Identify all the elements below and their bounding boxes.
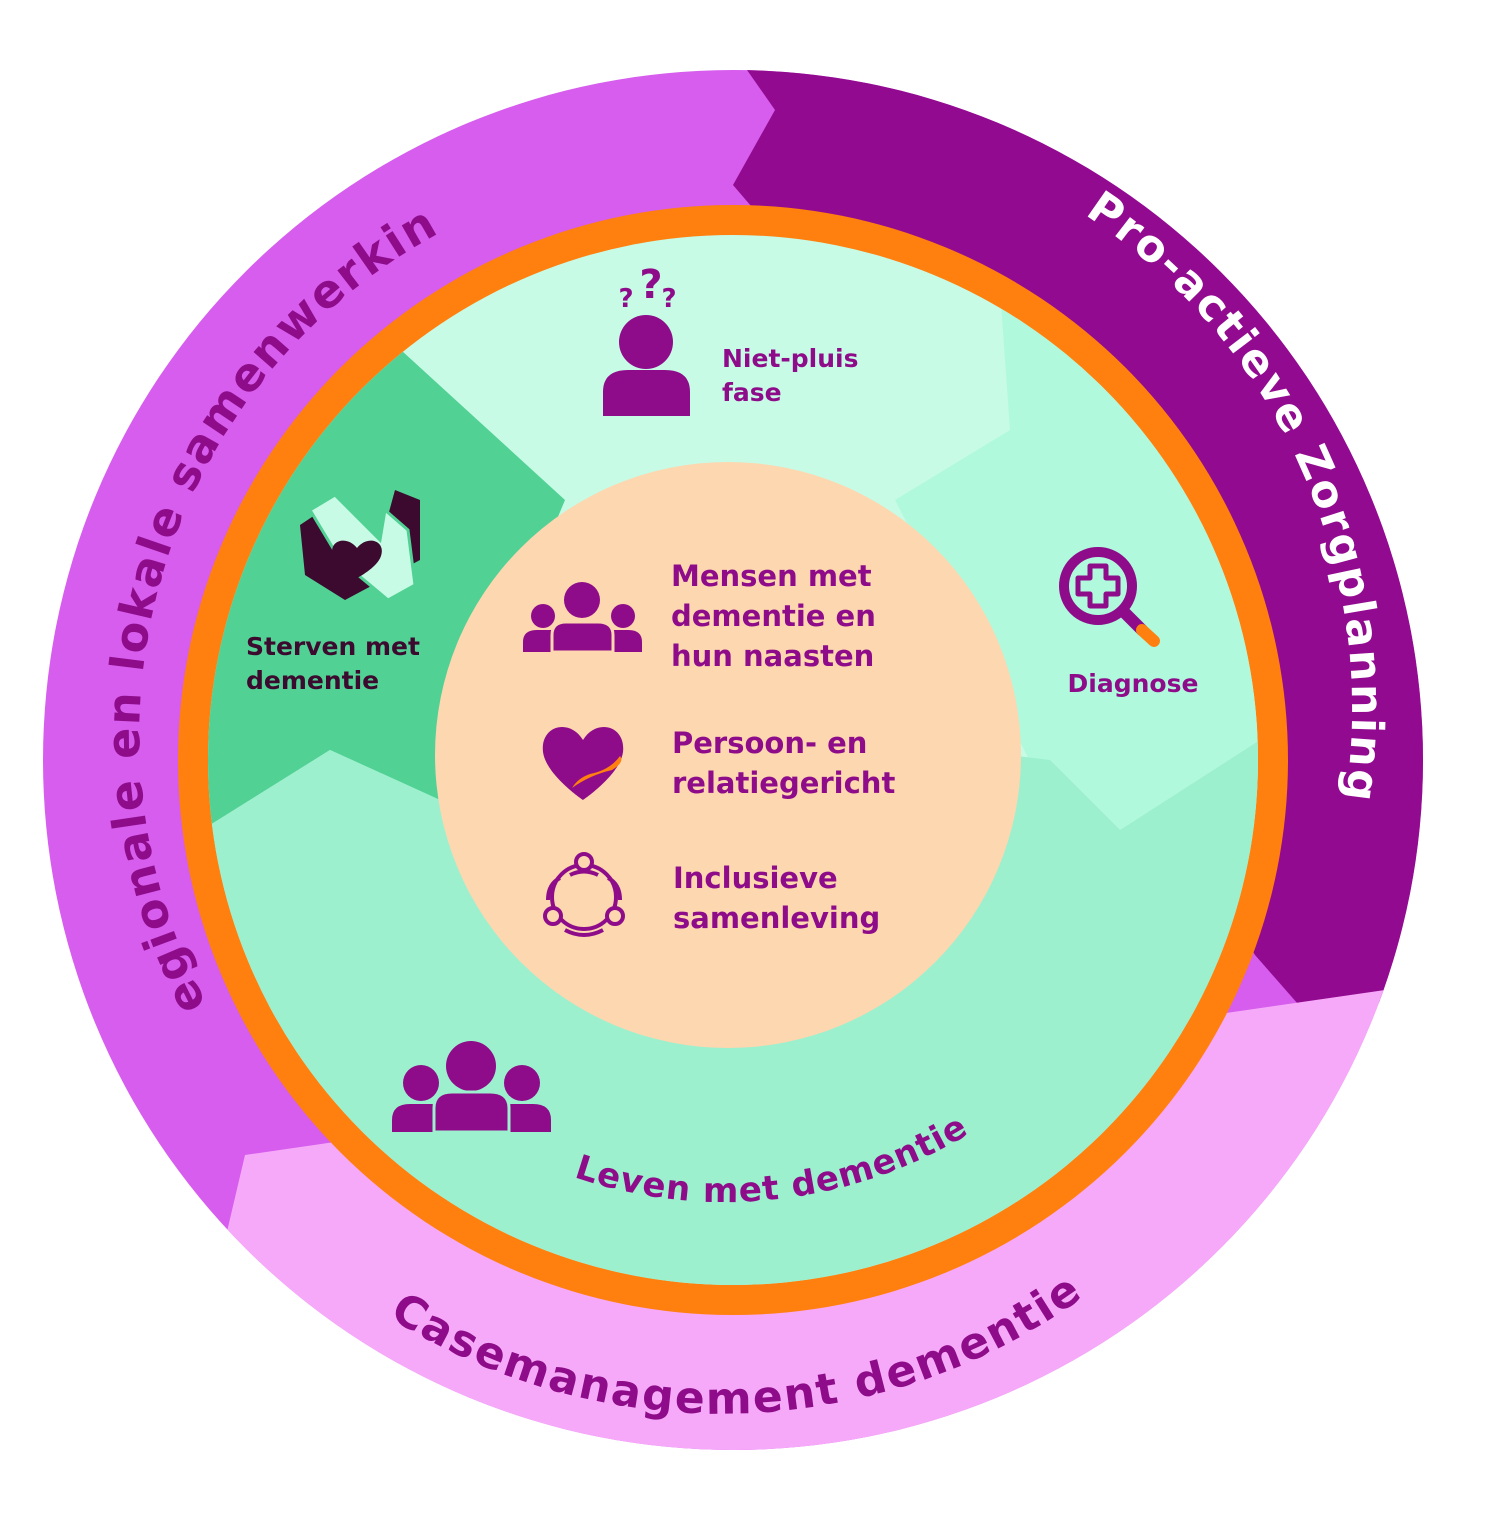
svg-text:?: ? [661, 284, 676, 314]
circle-people-icon [543, 852, 625, 937]
center-item-3-label: Inclusieve samenleving [673, 861, 880, 935]
center-item-1-label: Mensen met dementie en hun naasten [671, 559, 886, 673]
group-icon [392, 1041, 551, 1134]
sterven-label: Sterven met dementie [246, 632, 429, 695]
person-question-icon: ? ? ? [603, 262, 690, 416]
svg-text:?: ? [618, 284, 633, 314]
svg-text:?: ? [639, 262, 662, 308]
magnifier-plus-icon [1059, 547, 1160, 647]
hands-heart-icon [300, 490, 420, 602]
people-icon [523, 582, 642, 654]
center-item-2-label: Persoon- en relatiegericht [672, 726, 895, 800]
niet-pluis-label: Niet-pluis fase [722, 344, 867, 407]
heart-hand-icon [542, 726, 624, 800]
diagnose-label: Diagnose [1068, 669, 1199, 698]
